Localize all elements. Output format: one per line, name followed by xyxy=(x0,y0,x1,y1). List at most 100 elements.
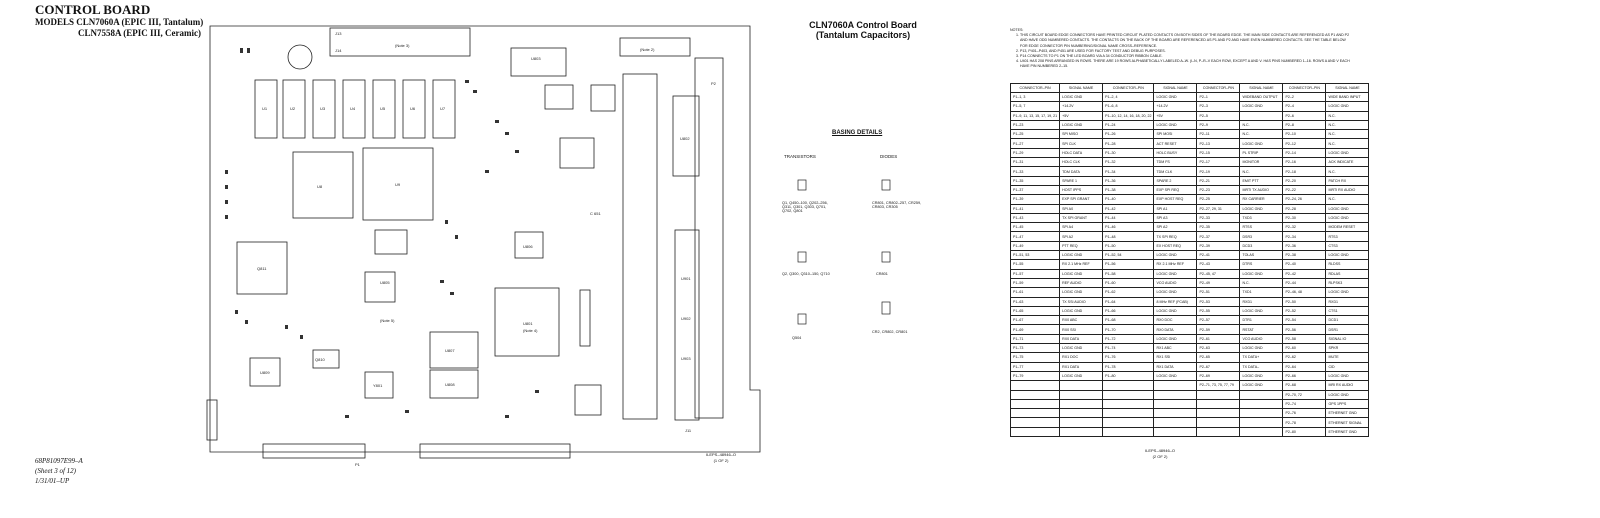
svg-text:(Note 3): (Note 3) xyxy=(395,43,410,48)
connector-pin-cell: P1–60 xyxy=(1102,277,1155,289)
signal-name-cell xyxy=(1059,380,1104,391)
connector-pin-cell: P1–79 xyxy=(1009,370,1061,382)
connector-pin-cell: P1–70 xyxy=(1102,324,1155,335)
connector-pin-cell: P2–10 xyxy=(1282,129,1327,140)
signal-name-cell xyxy=(1153,417,1198,428)
signal-name-cell: TXD1 xyxy=(1239,287,1284,298)
connector-pin-cell: P2–52 xyxy=(1282,305,1327,317)
connector-pin-cell xyxy=(1102,389,1155,400)
sheet-number: (Sheet 3 of 12) xyxy=(35,467,77,475)
signal-name-cell: LOGIC GND xyxy=(1153,305,1198,317)
signal-name-cell: TXD3 xyxy=(1239,212,1284,224)
signal-name-cell: ACT RESET xyxy=(1153,138,1198,149)
footer: 68P81097E99–A (Sheet 3 of 12) 1/31/01–UP xyxy=(35,456,83,486)
connector-pin-cell xyxy=(1196,398,1241,410)
svg-text:(Note 4): (Note 4) xyxy=(523,328,538,333)
signal-name-cell: GPS 1PPS xyxy=(1325,398,1370,410)
signal-name-cell xyxy=(1153,380,1198,391)
signal-name-cell: SPI A1 xyxy=(1153,203,1198,214)
signal-name-cell: RLPSK3 xyxy=(1325,277,1370,289)
board-drawing-sheet: (1 OF 2) xyxy=(713,458,729,463)
signal-name-cell: MUTE xyxy=(1325,352,1370,363)
connector-pin-cell: P2–6 xyxy=(1282,110,1327,121)
signal-name-cell: MONITOR xyxy=(1239,157,1284,168)
connector-pin-cell xyxy=(1196,408,1241,419)
signal-name-cell: DTR1 xyxy=(1239,315,1284,326)
connector-pin-cell: P1–63 xyxy=(1009,296,1061,307)
transistor-group-1: Q1, Q450–100, Q202–256, Q311, Q301, Q303… xyxy=(782,201,828,213)
signal-name-cell: DTRS xyxy=(1239,259,1284,270)
connector-pin-cell: P2–80 xyxy=(1282,426,1327,438)
connector-pin-cell: P2–14 xyxy=(1282,147,1327,159)
signal-name-cell: PTT REQ xyxy=(1059,240,1104,252)
signal-name-cell xyxy=(1153,389,1198,400)
transistors-label: TRANSISTORS xyxy=(784,154,816,159)
revision-date: 1/31/01–UP xyxy=(35,477,70,485)
table-header: CONNECTOR–PIN xyxy=(1282,83,1327,93)
connector-pin-cell: P2–12 xyxy=(1282,138,1327,149)
connector-pin-cell: P2–18 xyxy=(1282,166,1327,177)
connector-pin-cell: P1–48 xyxy=(1102,231,1155,242)
connector-pin-cell: P2–78 xyxy=(1282,417,1327,428)
connector-pin-cell: P1–27 xyxy=(1009,138,1061,149)
connector-pin-cell xyxy=(1009,426,1061,438)
svg-text:Q811: Q811 xyxy=(257,266,267,271)
connector-pin-cell: P1–56 xyxy=(1102,259,1155,270)
note-3: P14 CONNECTS TO P1 ON THE LED BOARD VIA … xyxy=(1020,54,1350,59)
signal-name-cell: LOGIC GND xyxy=(1153,370,1198,382)
signal-name-cell: DSR1 xyxy=(1325,324,1370,335)
connector-pin-cell: P1–44 xyxy=(1102,212,1155,224)
svg-text:U1: U1 xyxy=(262,106,268,111)
signal-name-cell: EX HOST REQ xyxy=(1153,240,1198,252)
connector-pin-cell: P2–30 xyxy=(1282,212,1327,224)
connector-pin-cell: P1–73 xyxy=(1009,342,1061,354)
connector-pin-cell: P2–37 xyxy=(1196,231,1241,242)
connector-pin-cell: P2–53 xyxy=(1196,296,1241,307)
connector-pin-cell: P1–57 xyxy=(1009,268,1061,279)
connector-pin-cell: P1–45 xyxy=(1009,222,1061,233)
connector-pin-cell: P1–52, 54 xyxy=(1102,250,1155,261)
signal-name-cell xyxy=(1059,426,1104,438)
connector-pin-cell: P2–38 xyxy=(1282,250,1327,261)
doc-number: 68P81097E99–A xyxy=(35,457,83,465)
signal-name-cell: MRTI TX AUDIO xyxy=(1239,184,1284,196)
connector-pin-cell: P1–32 xyxy=(1102,157,1155,168)
signal-name-cell: REF AUDIO xyxy=(1059,277,1104,289)
connector-pin-cell: P1–61 xyxy=(1009,287,1061,298)
signal-name-cell: ETHERNET SIGNAL xyxy=(1325,417,1370,428)
note-2: P13, P401–P403, AND P451 ARE USED FOR FA… xyxy=(1020,49,1350,54)
signal-name-cell: TDM DATA xyxy=(1059,166,1104,177)
signal-name-cell: RLDSS xyxy=(1325,259,1370,270)
signal-name-cell: VCO AUDIO xyxy=(1239,333,1284,345)
connector-pin-cell: P1–46 xyxy=(1102,222,1155,233)
signal-name-cell: SPARE 1 xyxy=(1059,175,1104,186)
board-drawing-number: ILEPS–48946–O xyxy=(706,452,737,457)
connector-pin-cell xyxy=(1102,426,1155,438)
connector-pin-cell: P2–34 xyxy=(1282,231,1327,242)
signal-name-cell: HOST IPPS xyxy=(1059,184,1104,196)
signal-name-cell: MRTI RX AUDIO xyxy=(1325,184,1370,196)
connector-pin-cell: P2–60 xyxy=(1282,342,1327,354)
connector-pin-cell: P1–66 xyxy=(1102,305,1155,317)
connector-pin-cell: P2–58 xyxy=(1282,333,1327,345)
connector-pin-cell: P2–45, 47 xyxy=(1196,268,1241,279)
signal-name-cell: RTSS xyxy=(1239,222,1284,233)
signal-name-cell: TX SSI AUDIO xyxy=(1059,296,1104,307)
signal-name-cell: LOGIC GND xyxy=(1153,287,1198,298)
connector-pin-cell: P2–1 xyxy=(1196,91,1241,103)
connector-pin-cell: P1–33 xyxy=(1009,166,1061,177)
table-header-row: CONNECTOR–PIN SIGNAL NAME CONNECTOR–PIN … xyxy=(1009,83,1370,93)
diodes-label: DIODES xyxy=(880,154,898,159)
connector-pin-cell: P2–22 xyxy=(1282,184,1327,196)
svg-text:U801: U801 xyxy=(523,321,533,326)
signal-name-cell: SPARE 2 xyxy=(1153,175,1198,186)
